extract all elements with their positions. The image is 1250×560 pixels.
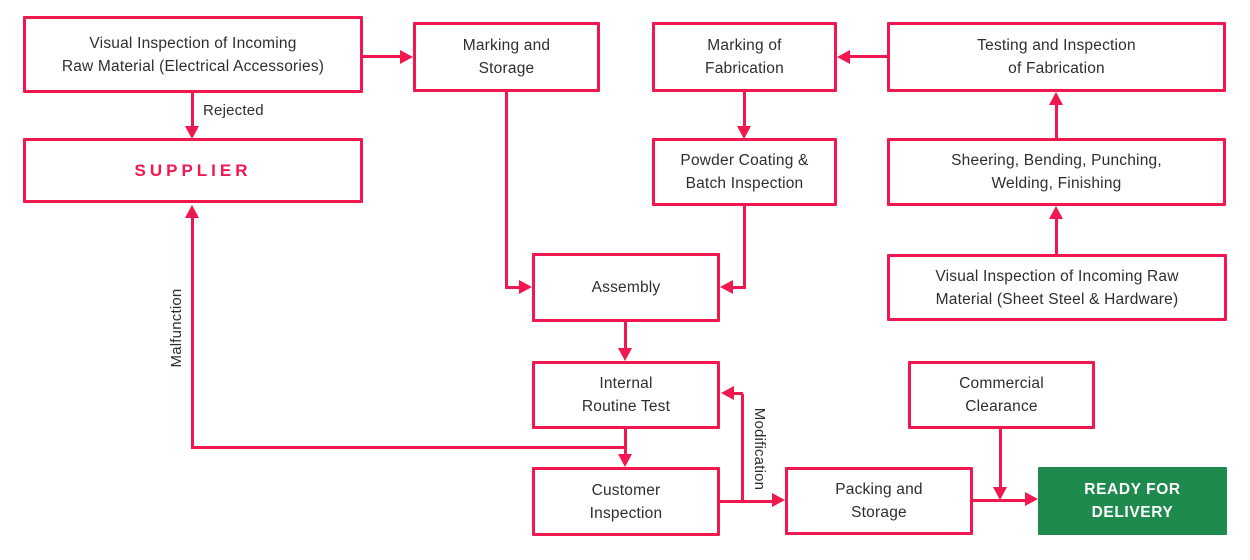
node-commercial-clearance: Commercial Clearance [908, 361, 1095, 429]
arrowhead-down-icon [618, 348, 632, 361]
connector-line [734, 392, 743, 395]
node-label: Marking of Fabrication [705, 37, 784, 77]
node-sheering-bending-punching: Sheering, Bending, Punching, Welding, Fi… [887, 138, 1226, 206]
node-visual-inspection-sheet-steel: Visual Inspection of Incoming Raw Materi… [887, 254, 1227, 321]
node-packing-and-storage: Packing and Storage [785, 467, 973, 535]
arrowhead-up-icon [1049, 92, 1063, 105]
node-label: Sheering, Bending, Punching, Welding, Fi… [951, 152, 1162, 192]
arrowhead-down-icon [993, 487, 1007, 500]
connector-line [743, 92, 746, 126]
connector-line [999, 429, 1002, 487]
node-supplier: SUPPLIER [23, 138, 363, 203]
node-powder-coating-batch-inspection: Powder Coating & Batch Inspection [652, 138, 837, 206]
connector-line [733, 286, 746, 289]
node-label: Visual Inspection of Incoming Raw Materi… [935, 267, 1179, 308]
node-label: Testing and Inspection of Fabrication [977, 37, 1136, 77]
arrowhead-right-icon [772, 493, 785, 507]
connector-line [741, 394, 744, 503]
node-label: READY FOR DELIVERY [1084, 481, 1181, 521]
node-label: Customer Inspection [589, 481, 663, 522]
connector-line [505, 286, 519, 289]
node-testing-inspection-fabrication: Testing and Inspection of Fabrication [887, 22, 1226, 92]
connector-line [973, 499, 1025, 502]
node-visual-inspection-electrical: Visual Inspection of Incoming Raw Materi… [23, 16, 363, 93]
edge-label-malfunction: Malfunction [168, 288, 185, 368]
node-assembly: Assembly [532, 253, 720, 322]
node-label: Marking and Storage [462, 37, 551, 77]
arrowhead-left-icon [837, 50, 850, 64]
connector-line [624, 322, 627, 348]
connector-line [191, 218, 194, 449]
node-internal-routine-test: Internal Routine Test [532, 361, 720, 429]
connector-line [624, 429, 627, 454]
node-label: Visual Inspection of Incoming Raw Materi… [61, 34, 325, 75]
node-label: Packing and Storage [835, 481, 923, 521]
connector-line [193, 446, 626, 449]
node-label: Internal Routine Test [581, 375, 671, 415]
node-marking-of-fabrication: Marking of Fabrication [652, 22, 837, 92]
edge-label-rejected: Rejected [203, 102, 264, 119]
node-label: SUPPLIER [134, 161, 252, 180]
connector-line [363, 55, 400, 58]
connector-line [720, 500, 772, 503]
connector-line [191, 93, 194, 126]
connector-line [743, 206, 746, 289]
node-customer-inspection: Customer Inspection [532, 467, 720, 536]
connector-line [1055, 105, 1058, 138]
arrowhead-up-icon [185, 205, 199, 218]
arrowhead-down-icon [618, 454, 632, 467]
connector-line [505, 92, 508, 289]
node-label: Assembly [591, 279, 661, 296]
connector-line [850, 55, 887, 58]
edge-label-modification: Modification [751, 407, 768, 491]
arrowhead-left-icon [720, 280, 733, 294]
node-label: Powder Coating & Batch Inspection [680, 152, 809, 192]
arrowhead-right-icon [519, 280, 532, 294]
arrowhead-down-icon [185, 126, 199, 139]
arrowhead-down-icon [737, 126, 751, 139]
arrowhead-right-icon [400, 50, 413, 64]
connector-line [1055, 219, 1058, 254]
arrowhead-up-icon [1049, 206, 1063, 219]
arrowhead-right-icon [1025, 492, 1038, 506]
node-label: Commercial Clearance [959, 375, 1044, 415]
node-ready-for-delivery: READY FOR DELIVERY [1038, 467, 1227, 535]
arrowhead-left-icon [721, 386, 734, 400]
node-marking-and-storage: Marking and Storage [413, 22, 600, 92]
